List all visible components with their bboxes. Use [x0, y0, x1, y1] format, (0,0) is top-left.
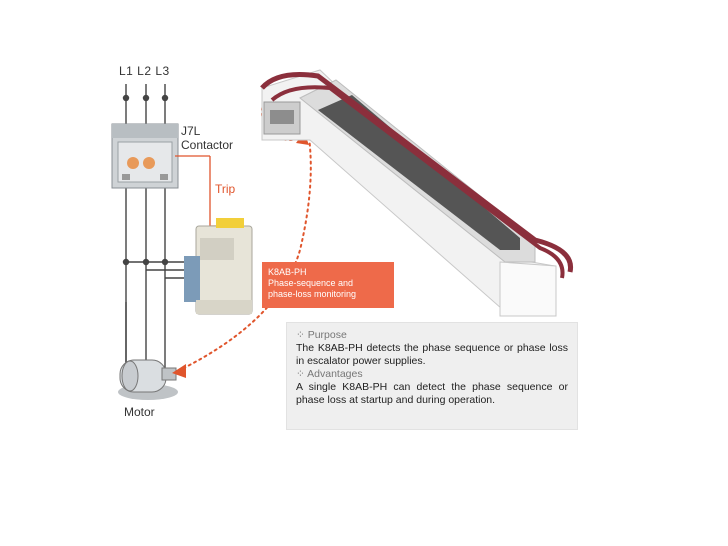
arrow-head-icon [172, 364, 186, 378]
trip-label: Trip [215, 182, 236, 196]
motor-icon [118, 359, 178, 400]
relay-device [184, 218, 253, 315]
advantages-heading: ⁘ Advantages [296, 368, 568, 381]
purpose-heading: ⁘ Purpose [296, 329, 568, 342]
callout-desc-1: Phase-sequence and [268, 278, 354, 288]
contactor-label: J7L Contactor [181, 124, 233, 152]
advantages-text: A single K8AB-PH can detect the phase se… [296, 381, 568, 406]
diamond-dots-icon: ⁘ [296, 368, 308, 380]
line-labels: L1 L2 L3 [119, 64, 170, 78]
relay-callout: K8AB-PH Phase-sequence and phase-loss mo… [262, 262, 394, 308]
escalator-illustration [260, 69, 574, 317]
motor-label: Motor [124, 405, 155, 419]
purpose-text: The K8AB-PH detects the phase sequence o… [296, 342, 568, 367]
callout-model: K8AB-PH [268, 267, 307, 277]
purpose-heading-text: Purpose [307, 329, 347, 341]
contactor-device [111, 123, 179, 189]
advantages-heading-text: Advantages [307, 368, 363, 380]
contactor-model: J7L [181, 124, 201, 138]
callout-desc-2: phase-loss monitoring [268, 289, 357, 299]
contactor-name: Contactor [181, 138, 234, 152]
diamond-dots-icon: ⁘ [296, 329, 308, 341]
info-box: ⁘ Purpose The K8AB-PH detects the phase … [286, 322, 578, 430]
